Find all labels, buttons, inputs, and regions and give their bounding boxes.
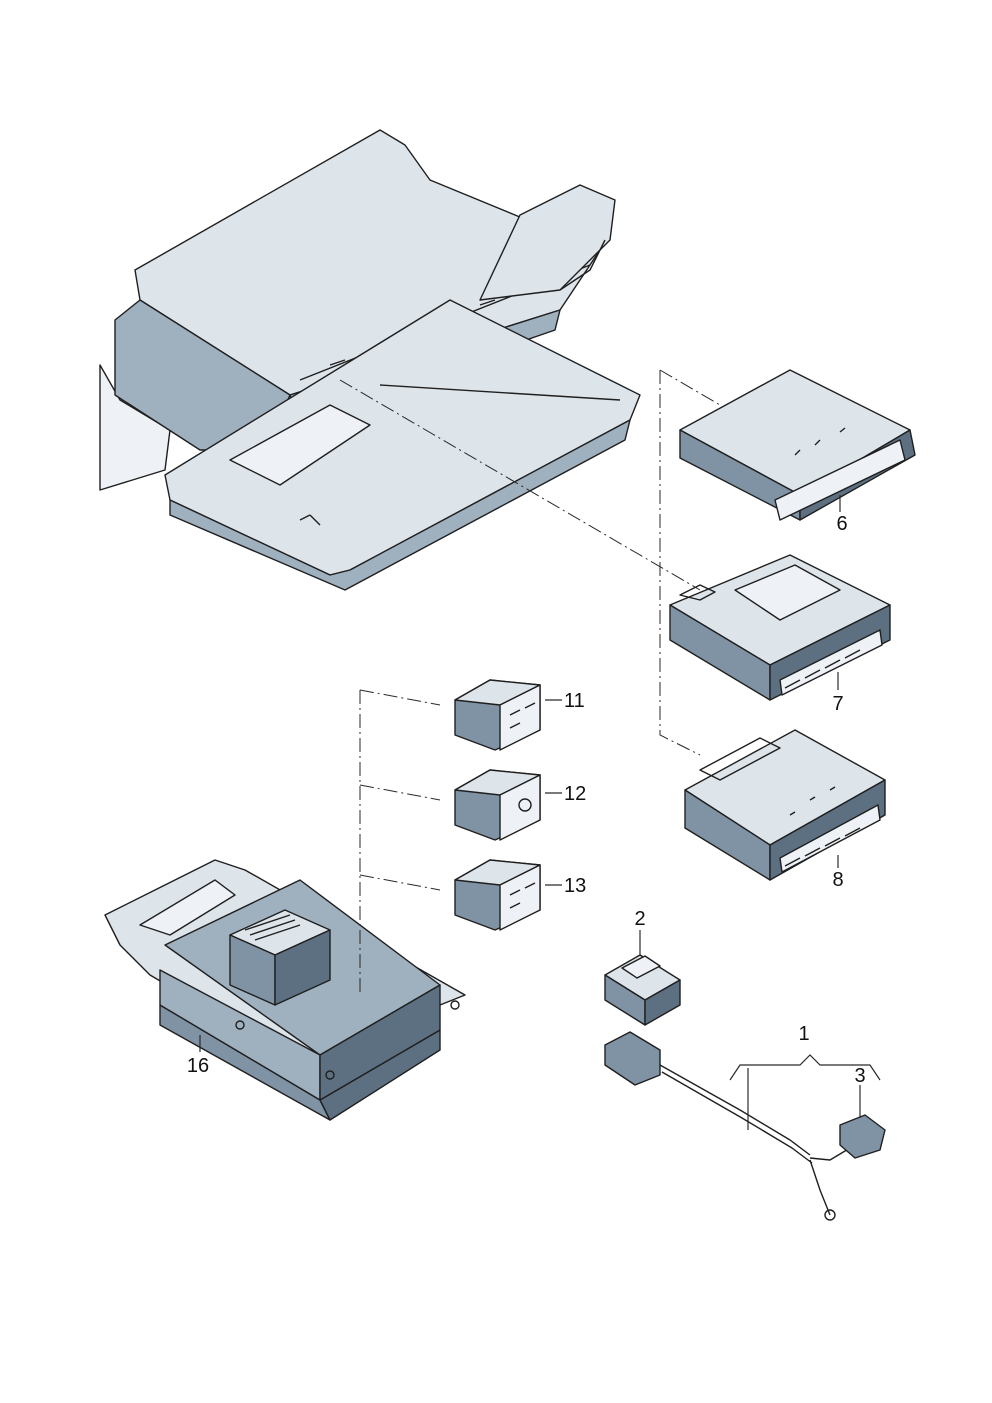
callout-16: 16 bbox=[187, 1055, 209, 1077]
glove-box-assembly bbox=[99, 129, 641, 591]
part-16-console-tray bbox=[104, 859, 466, 1121]
callout-7: 7 bbox=[832, 693, 843, 715]
callout-12: 12 bbox=[564, 783, 586, 805]
callout-2: 2 bbox=[634, 908, 645, 930]
callout-1: 1 bbox=[798, 1023, 809, 1045]
callout-8: 8 bbox=[832, 869, 843, 891]
part-12-socket bbox=[454, 769, 562, 841]
callout-6: 6 bbox=[836, 513, 847, 535]
part-8-cd-changer-alt bbox=[684, 729, 886, 881]
assembly-lines bbox=[339, 369, 721, 995]
callout-13: 13 bbox=[564, 875, 586, 897]
part-11-socket bbox=[454, 679, 562, 751]
part-13-socket bbox=[454, 859, 562, 931]
callout-labels: 1 2 3 6 7 8 11 12 13 16 bbox=[187, 513, 866, 1087]
part-6-storage-compartment bbox=[679, 369, 916, 521]
part-1-cable-harness bbox=[604, 1031, 886, 1221]
part-2-adapter bbox=[604, 930, 681, 1026]
part-7-cd-changer bbox=[669, 554, 891, 701]
callout-3: 3 bbox=[854, 1065, 865, 1087]
callout-11: 11 bbox=[564, 690, 585, 712]
